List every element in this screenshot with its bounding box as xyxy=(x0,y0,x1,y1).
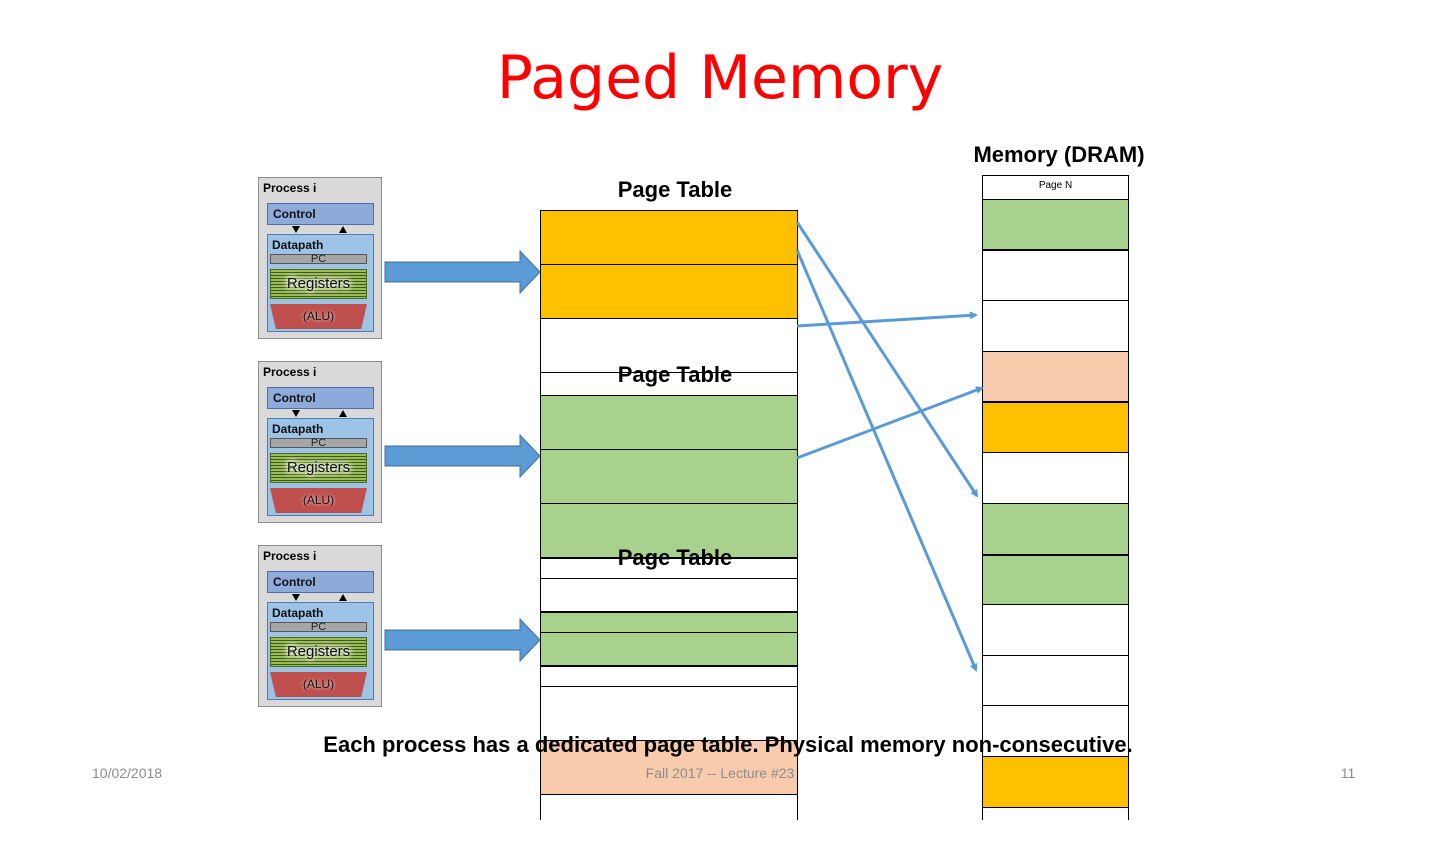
control-label: Control xyxy=(273,575,316,589)
control-label: Control xyxy=(273,391,316,405)
page-table-entry xyxy=(541,578,797,611)
registers-label: Registers xyxy=(286,275,351,292)
process-to-page-table-arrow-1 xyxy=(384,249,541,295)
slide-caption: Each process has a dedicated page table.… xyxy=(323,732,1133,757)
process-to-page-table-arrow-3 xyxy=(384,617,541,663)
arrow-up-icon xyxy=(339,226,347,233)
process-label: Process i xyxy=(263,181,317,195)
registers-label: Registers xyxy=(286,459,351,476)
pc-register: PC xyxy=(270,438,367,449)
page-table-entry xyxy=(541,503,797,557)
footer-date: 10/02/2018 xyxy=(92,765,163,781)
alu: (ALU) xyxy=(270,304,367,329)
pc-register: PC xyxy=(270,622,367,633)
memory-frame xyxy=(983,351,1128,401)
arrow-up-icon xyxy=(339,410,347,417)
process-label: Process i xyxy=(263,365,317,379)
datapath: Datapath PC Registers (ALU) xyxy=(267,418,374,516)
process-box-3: Process i Control Datapath PC Registers … xyxy=(258,545,382,707)
page-table-entry xyxy=(541,395,797,449)
datapath-label: Datapath xyxy=(272,238,324,252)
control-label: Control xyxy=(273,207,316,221)
registers: Registers xyxy=(270,453,367,483)
memory-frame xyxy=(983,401,1128,452)
datapath-label: Datapath xyxy=(272,606,324,620)
footer-course: Fall 2017 -- Lecture #23 xyxy=(645,765,795,781)
page-table-entry xyxy=(541,210,797,264)
page-mapping-arrow-1 xyxy=(795,221,979,498)
memory-frame xyxy=(983,503,1128,554)
slide-title: Paged Memory xyxy=(496,43,944,113)
arrow-down-icon xyxy=(292,410,300,417)
memory-frame xyxy=(983,249,1128,300)
page-table-entry xyxy=(541,665,797,686)
alu-label: (ALU) xyxy=(302,677,335,691)
registers: Registers xyxy=(270,637,367,667)
page-mapping-arrow-2 xyxy=(795,249,978,672)
memory-frame xyxy=(983,604,1128,655)
page-table-title-3: Page Table xyxy=(617,545,733,570)
page-table-entry xyxy=(541,611,797,632)
memory-frame xyxy=(983,756,1128,807)
memory-frame xyxy=(983,199,1128,249)
page-mapping-arrow-3 xyxy=(796,311,978,328)
page-table-entry xyxy=(541,686,797,740)
page-table-entry xyxy=(541,740,797,794)
registers-label: Registers xyxy=(286,643,351,660)
page-mapping-arrow-4 xyxy=(796,386,984,460)
page-table-entry xyxy=(541,557,797,578)
page-table-entry xyxy=(541,318,797,372)
page-table-title-1: Page Table xyxy=(617,177,733,202)
control-unit: Control xyxy=(267,203,374,225)
memory-title: Memory (DRAM) xyxy=(973,142,1145,167)
arrow-down-icon xyxy=(292,594,300,601)
datapath: Datapath PC Registers (ALU) xyxy=(267,602,374,700)
process-label: Process i xyxy=(263,549,317,563)
registers: Registers xyxy=(270,269,367,299)
control-unit: Control xyxy=(267,571,374,593)
process-box-2: Process i Control Datapath PC Registers … xyxy=(258,361,382,523)
arrows-overlay xyxy=(384,221,984,672)
memory-frame xyxy=(983,452,1128,503)
memory-frame xyxy=(983,300,1128,351)
process-to-page-table-arrow-2 xyxy=(384,433,541,479)
memory-header-page-n: Page N xyxy=(1038,180,1073,191)
arrow-down-icon xyxy=(292,226,300,233)
memory-frame xyxy=(983,655,1128,705)
page-table-entry xyxy=(541,264,797,318)
memory-frame xyxy=(983,807,1128,841)
alu-label: (ALU) xyxy=(302,493,335,507)
page-table-title-2: Page Table xyxy=(617,362,733,387)
memory-column: Page N xyxy=(982,175,1129,841)
memory-frame xyxy=(983,705,1128,756)
pc-register: PC xyxy=(270,254,367,265)
alu-label: (ALU) xyxy=(302,309,335,323)
memory-frame xyxy=(983,554,1128,604)
alu: (ALU) xyxy=(270,672,367,697)
footer-page-number: 11 xyxy=(1340,765,1356,781)
page-table-entry xyxy=(541,449,797,503)
datapath-label: Datapath xyxy=(272,422,324,436)
alu: (ALU) xyxy=(270,488,367,513)
control-unit: Control xyxy=(267,387,374,409)
datapath: Datapath PC Registers (ALU) xyxy=(267,234,374,332)
page-table-entry xyxy=(541,372,797,395)
process-box-1: Process i Control Datapath PC Registers … xyxy=(258,177,382,339)
page-table-entry xyxy=(541,632,797,665)
arrow-up-icon xyxy=(339,594,347,601)
